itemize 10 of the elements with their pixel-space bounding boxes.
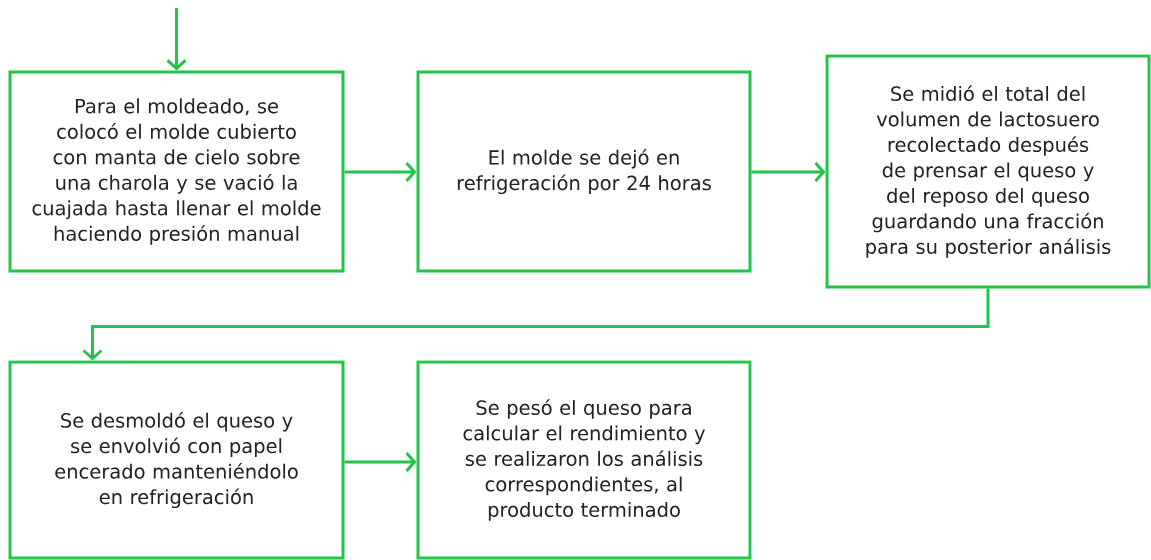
arrow (751, 162, 826, 182)
process-box: Se pesó el queso para calcular el rendimiento y se realizaron los análisis correspondientes, al producto terminado (416, 360, 752, 560)
arrow (344, 162, 417, 182)
arrow (166, 8, 187, 71)
process-box: Para el moldeado, se colocó el molde cubierto con manta de cielo sobre una charola y se vació la cuajada hasta llenar el molde haciendo presión manual (8, 70, 345, 273)
arrow (82, 288, 990, 361)
arrow (344, 452, 417, 472)
process-box: Se midió el total del volumen de lactosuero recolectado después de prensar el queso y del reposo del queso guardando una fracción para su posterior análisis (825, 54, 1151, 289)
process-box: Se desmoldó el queso y se envolvió con papel encerado manteniéndolo en refrigeración (8, 360, 345, 560)
process-box: El molde se dejó en refrigeración por 24 horas (416, 70, 752, 273)
